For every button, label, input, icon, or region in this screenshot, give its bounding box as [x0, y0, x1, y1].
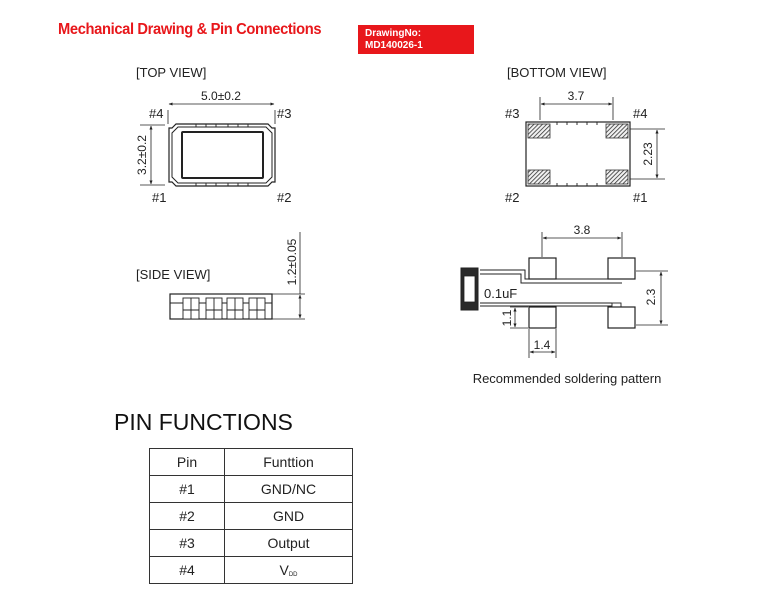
- top-view: [TOP VIEW] 5.0±0.2 3.2±0.2 #4 #3 #1 #2: [135, 65, 291, 205]
- side-view-label: [SIDE VIEW]: [136, 267, 210, 282]
- drawing-title: Mechanical Drawing & Pin Connections: [58, 21, 322, 38]
- pin-functions-table: Pin Funttion #1 GND/NC #2 GND #3 Output …: [149, 448, 353, 584]
- capacitor-label: 0.1uF: [484, 286, 517, 301]
- pin-functions-title: PIN FUNCTIONS: [114, 409, 293, 435]
- bottom-view-pin-4: #4: [633, 106, 647, 121]
- bottom-pad-2: [527, 169, 551, 185]
- pattern-height-dimension: 2.3: [644, 288, 658, 305]
- pattern-trace-top: [480, 269, 622, 280]
- table-header-row: Pin Funttion: [149, 448, 353, 476]
- top-width-dimension: 5.0±0.2: [201, 89, 241, 103]
- pin-column-header: Pin: [149, 448, 225, 476]
- top-view-pin-1: #1: [152, 190, 166, 205]
- drawing-number-label: DrawingNo:: [365, 28, 422, 39]
- function-cell: GND/NC: [224, 475, 353, 503]
- bottom-pad-4: [605, 123, 629, 139]
- function-text: V: [279, 562, 289, 578]
- function-cell: Output: [224, 529, 353, 557]
- pattern-pad-top-right: [607, 257, 636, 280]
- bottom-view-pin-1: #1: [633, 190, 647, 205]
- pattern-pad-bottom-right: [607, 306, 636, 329]
- table-row: #4 VDD: [149, 556, 353, 584]
- soldering-pattern: 3.8 2.3 0.1uF 1.1 1.4 Recommended solder…: [460, 223, 668, 386]
- top-view-pin-4: #4: [149, 106, 163, 121]
- pattern-pad-top-left: [528, 257, 557, 280]
- bottom-view-pin-3: #3: [505, 106, 519, 121]
- pattern-width-dimension: 3.8: [574, 223, 591, 237]
- side-view: [SIDE VIEW] 1.2±0.05: [136, 232, 305, 320]
- function-cell: VDD: [224, 556, 353, 584]
- table-row: #2 GND: [149, 502, 353, 530]
- pin-cell: #1: [149, 475, 225, 503]
- pattern-pad-bottom-left: [528, 306, 557, 329]
- function-subscript: DD: [288, 572, 298, 578]
- bottom-view-label: [BOTTOM VIEW]: [507, 65, 606, 80]
- top-view-package-rim: [171, 126, 273, 184]
- side-height-dimension: 1.2±0.05: [285, 238, 299, 285]
- table-row: #3 Output: [149, 529, 353, 557]
- bottom-pad-3: [527, 123, 551, 139]
- function-column-header: Funttion: [224, 448, 353, 476]
- top-view-pin-3: #3: [277, 106, 291, 121]
- soldering-pattern-caption: Recommended soldering pattern: [473, 371, 662, 386]
- drawing-number-badge: DrawingNo: MD140026-1: [358, 25, 474, 54]
- table-row: #1 GND/NC: [149, 475, 353, 503]
- top-height-dimension: 3.2±0.2: [135, 135, 149, 175]
- pad-width-dimension: 1.4: [534, 338, 551, 352]
- bottom-view: [BOTTOM VIEW] 3.7 2.23 #3 #4 #2 #1: [505, 65, 665, 205]
- function-cell: GND: [224, 502, 353, 530]
- top-view-label: [TOP VIEW]: [136, 65, 206, 80]
- pin-cell: #3: [149, 529, 225, 557]
- top-view-pin-2: #2: [277, 190, 291, 205]
- bottom-height-dimension: 2.23: [641, 142, 655, 166]
- pin-cell: #2: [149, 502, 225, 530]
- top-view-lid: [181, 131, 264, 179]
- pin-cell: #4: [149, 556, 225, 584]
- bottom-pad-1: [605, 169, 629, 185]
- bottom-view-pin-2: #2: [505, 190, 519, 205]
- drawing-number-value: MD140026-1: [365, 40, 423, 51]
- bottom-width-dimension: 3.7: [568, 89, 585, 103]
- pad-height-dimension: 1.1: [500, 309, 514, 326]
